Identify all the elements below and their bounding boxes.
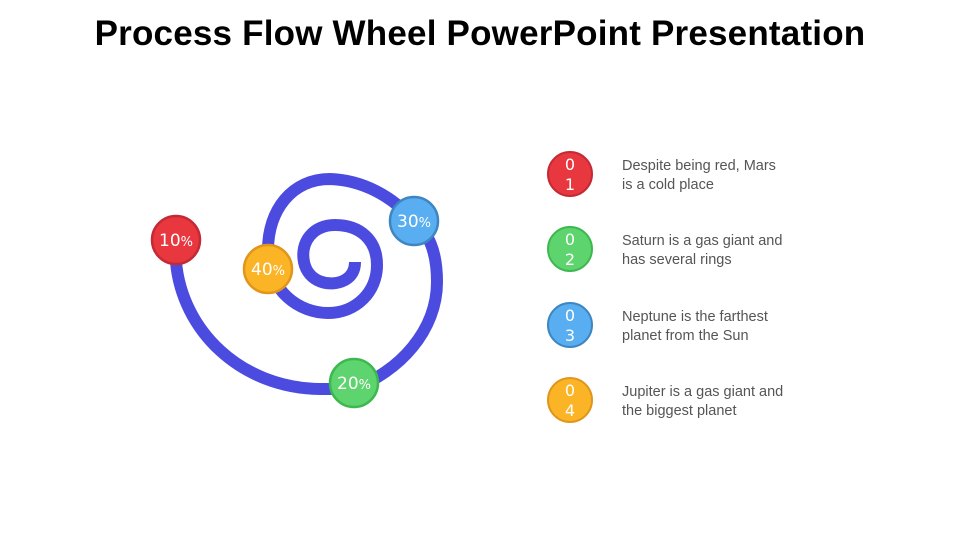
slide-title: Process Flow Wheel PowerPoint Presentati… <box>94 14 866 53</box>
node-label-10: 10% <box>159 231 193 251</box>
spiral-node-30: 30% <box>388 195 440 247</box>
node-label-30: 30% <box>397 212 431 232</box>
node-label-20: 20% <box>337 374 371 394</box>
spiral-node-40: 40% <box>242 243 294 295</box>
spiral-node-20: 20% <box>328 357 380 409</box>
node-label-40: 40% <box>251 260 285 280</box>
spiral-path <box>170 173 443 395</box>
spiral-node-10: 10% <box>150 214 202 266</box>
